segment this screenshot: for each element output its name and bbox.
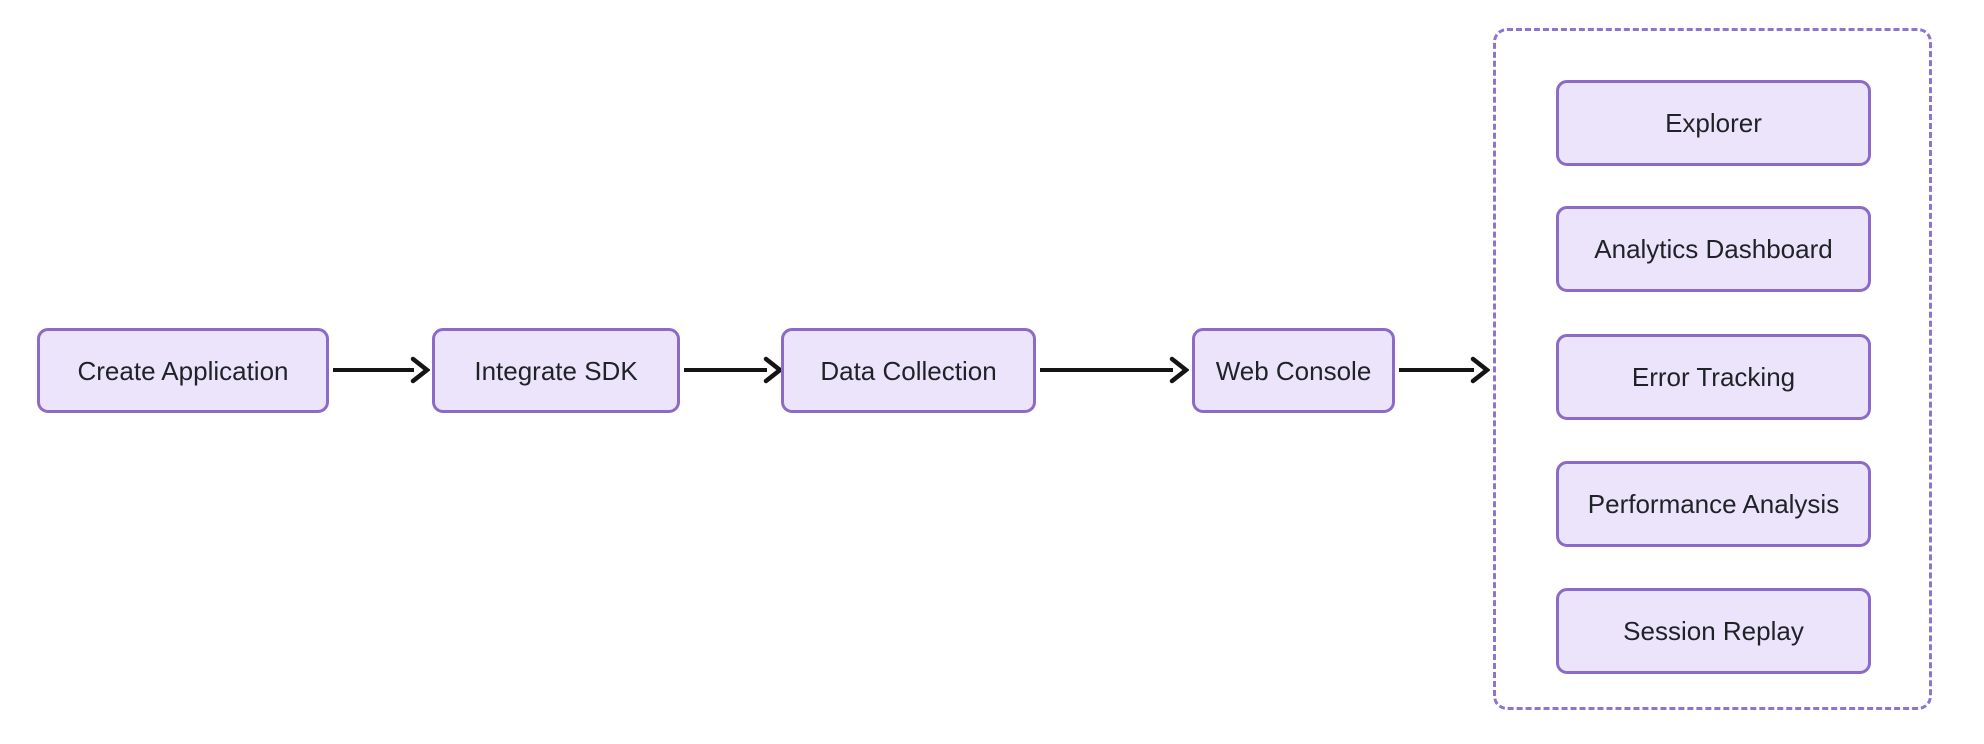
node-session-replay: Session Replay bbox=[1556, 588, 1871, 674]
arrow-data-to-console bbox=[1040, 356, 1189, 384]
arrow-console-to-features bbox=[1399, 356, 1490, 384]
arrow-integrate-to-data bbox=[684, 356, 783, 384]
node-web-console: Web Console bbox=[1192, 328, 1395, 413]
node-data-collection: Data Collection bbox=[781, 328, 1036, 413]
node-analytics-dashboard: Analytics Dashboard bbox=[1556, 206, 1871, 292]
node-error-tracking: Error Tracking bbox=[1556, 334, 1871, 420]
node-performance-analysis: Performance Analysis bbox=[1556, 461, 1871, 547]
node-integrate-sdk: Integrate SDK bbox=[432, 328, 680, 413]
node-create-application: Create Application bbox=[37, 328, 329, 413]
features-cluster: Explorer Analytics Dashboard Error Track… bbox=[1493, 28, 1932, 710]
node-explorer: Explorer bbox=[1556, 80, 1871, 166]
arrow-create-to-integrate bbox=[333, 356, 430, 384]
